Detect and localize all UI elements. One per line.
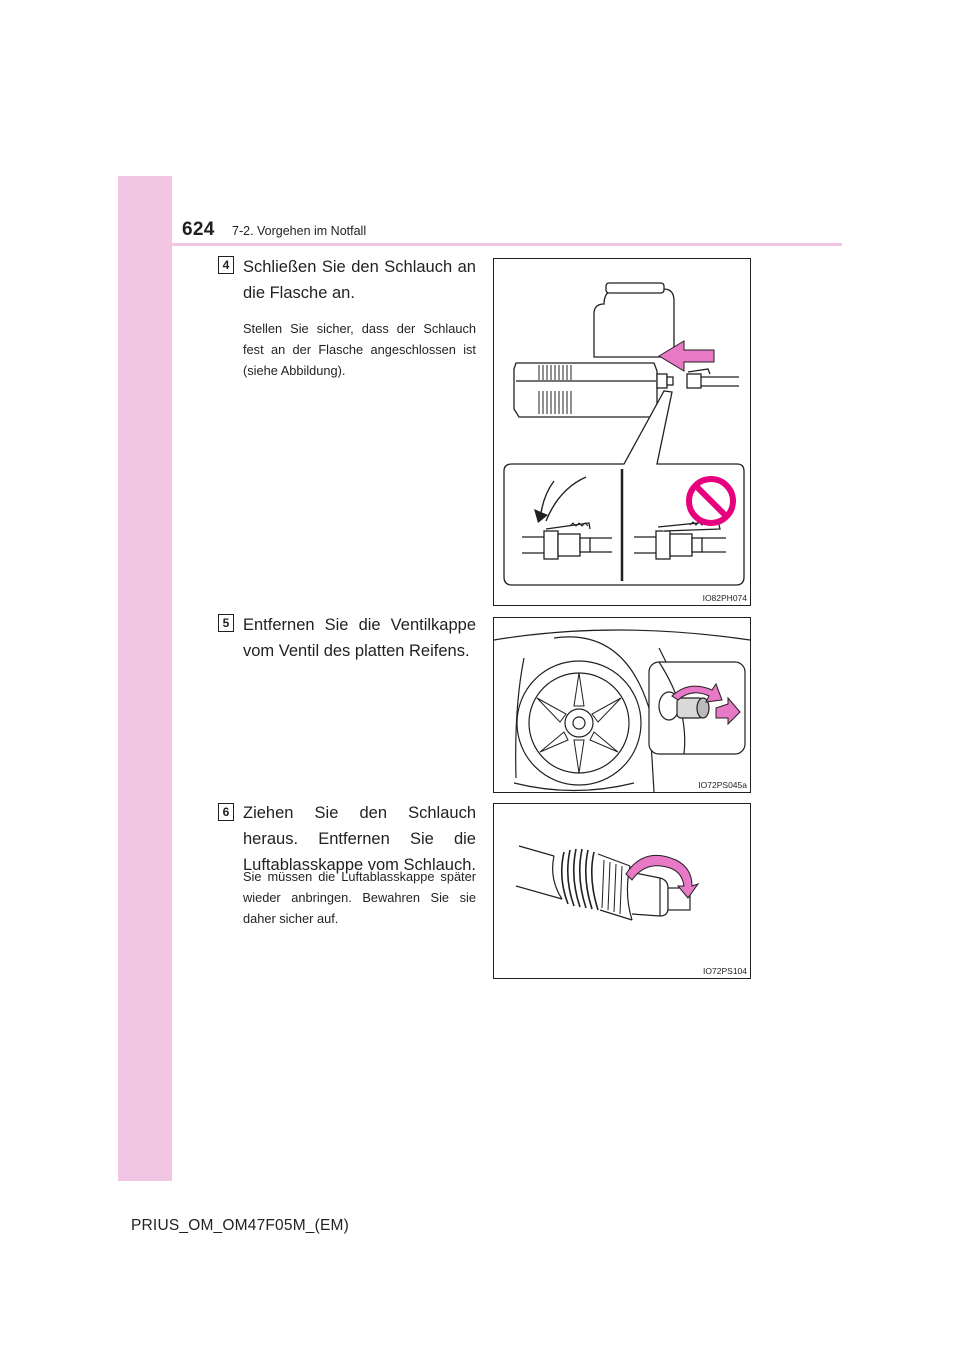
- arrow-icon: [715, 696, 741, 726]
- step-4-note: Stellen Sie sicher, dass der Schlauch fe…: [243, 321, 476, 378]
- step-6-note: Sie müssen die Luftablasskappe später wi…: [243, 869, 476, 926]
- figure-code: IO82PH074: [702, 593, 747, 603]
- figure-code: IO72PS045a: [698, 780, 747, 790]
- deflation-cap-illustration: [515, 845, 700, 921]
- document-footer: PRIUS_OM_OM47F05M_(EM): [131, 1217, 350, 1234]
- step-4-title: Schließen Sie den Schlauch an die Flasch…: [243, 258, 476, 302]
- step-4-number: 4: [218, 256, 234, 274]
- arrow-icon: [625, 854, 700, 899]
- hose-connection-illustration: [503, 282, 745, 586]
- arrow-icon: [671, 682, 723, 703]
- valve-cap-illustration: [494, 629, 750, 792]
- figure-hose-connection: IO82PH074: [493, 258, 751, 606]
- prohibition-icon: [686, 476, 736, 526]
- header-rule: [118, 243, 842, 246]
- chapter-sidebar-tab: [118, 176, 172, 1181]
- arrow-icon: [658, 340, 715, 372]
- figure-deflation-cap: IO72PS104: [493, 803, 751, 979]
- figure-code: IO72PS104: [703, 966, 747, 976]
- section-title: 7-2. Vorgehen im Notfall: [232, 224, 367, 238]
- step-5-number: 5: [218, 614, 234, 632]
- step-6-number: 6: [218, 803, 234, 821]
- figure-valve-cap: IO72PS045a: [493, 617, 751, 793]
- step-6-title: Ziehen Sie den Schlauch heraus. Entferne…: [243, 804, 476, 874]
- page-number: 624: [182, 219, 215, 240]
- step-5-title: Entfernen Sie die Ventilkappe vom Ventil…: [243, 616, 476, 660]
